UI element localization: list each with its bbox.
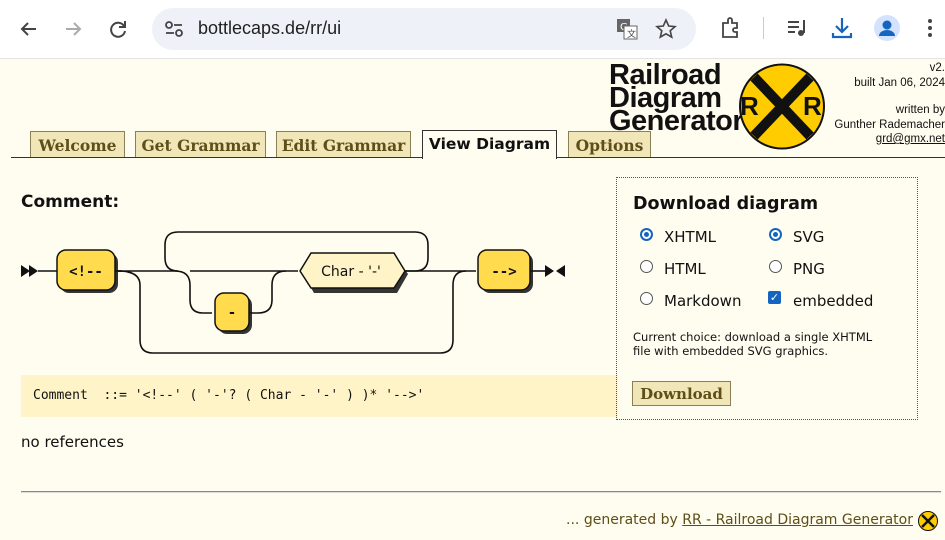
option-xhtml-label: XHTML [664, 228, 717, 246]
checkbox-embedded[interactable]: ✓ [768, 291, 781, 304]
footer-divider [21, 491, 941, 493]
rr-small-logo-icon[interactable] [918, 511, 938, 531]
footer: ... generated by RR - Railroad Diagram G… [566, 512, 913, 528]
tab-baseline-left [11, 157, 422, 158]
ebnf-text: Comment ::= '<!--' ( '-'? ( Char - '-' )… [33, 388, 425, 403]
forward-icon[interactable] [58, 14, 88, 44]
download-panel: Download diagram XHTML SVG HTML PNG Mark… [616, 177, 918, 420]
download-icon[interactable] [831, 16, 853, 40]
url-text[interactable]: bottlecaps.de/rr/ui [198, 18, 342, 38]
address-bar[interactable]: bottlecaps.de/rr/ui G文 [152, 8, 696, 50]
end-arrow-icon-2 [556, 265, 565, 277]
media-icon[interactable] [786, 16, 808, 40]
toolbar-divider [763, 17, 764, 39]
terminal-close-comment-label: --> [491, 264, 516, 280]
logo-line-1: Railroad [609, 59, 722, 91]
start-arrow-icon [21, 265, 30, 277]
download-button[interactable]: Download [632, 381, 731, 406]
logo-line-2: Diagram [609, 82, 722, 114]
option-embedded-label: embedded [793, 292, 874, 310]
author-email-link[interactable]: grd@gmx.net [875, 133, 945, 145]
written-by: written by [895, 104, 945, 116]
version: v2. [929, 62, 945, 74]
terminal-close-comment [477, 249, 531, 291]
reload-icon[interactable] [103, 14, 133, 44]
footer-prefix: ... generated by [566, 512, 683, 528]
logo-badge-left: R [740, 91, 759, 121]
current-choice-text: Current choice: download a single XHTML … [633, 330, 873, 358]
terminal-open-comment-label: <!-- [69, 264, 103, 280]
radio-html[interactable] [640, 260, 653, 273]
translate-icon[interactable]: G文 [616, 18, 638, 40]
tab-view-diagram[interactable]: View Diagram [422, 130, 557, 159]
tab-options[interactable]: Options [568, 131, 651, 158]
author-name: Gunther Rademacher [834, 118, 945, 131]
svg-text:文: 文 [627, 28, 636, 40]
version-info: v2. built Jan 06, 2024 written by Gunthe… [834, 61, 945, 147]
production-title: Comment: [21, 192, 120, 212]
back-icon[interactable] [14, 14, 44, 44]
tab-welcome[interactable]: Welcome [30, 131, 125, 158]
browser-toolbar: bottlecaps.de/rr/ui G文 [0, 0, 945, 59]
download-title: Download diagram [633, 194, 819, 214]
profile-icon[interactable] [874, 15, 900, 41]
menu-icon[interactable] [924, 16, 936, 40]
logo-line-3: Generator [609, 105, 744, 137]
bookmark-star-icon[interactable] [655, 18, 677, 40]
nonterminal-label: Char - '-' [321, 264, 381, 280]
railroad-crossing-logo-icon: R R [739, 63, 825, 150]
app-logo[interactable]: Railroad Diagram Generator [609, 59, 744, 137]
radio-png[interactable] [769, 260, 782, 273]
tab-get-grammar[interactable]: Get Grammar [135, 131, 266, 158]
ebnf-definition: Comment ::= '<!--' ( '-'? ( Char - '-' )… [21, 375, 618, 417]
terminal-open-comment [56, 249, 116, 291]
site-info-icon[interactable] [164, 20, 184, 38]
start-arrow-icon-2 [29, 265, 38, 277]
terminal-dash [214, 292, 250, 332]
end-arrow-icon [545, 265, 554, 277]
radio-markdown[interactable] [640, 292, 653, 305]
logo-badge-right: R [803, 91, 822, 121]
nonterminal-char-minus-dash [299, 252, 406, 289]
option-markdown-label: Markdown [664, 292, 742, 310]
railroad-diagram: <!-- - Char - '-' --> --> [21, 231, 565, 354]
radio-xhtml[interactable] [640, 228, 653, 241]
radio-svg[interactable] [769, 228, 782, 241]
option-html-label: HTML [664, 260, 706, 278]
option-svg-label: SVG [793, 228, 825, 246]
build-date: built Jan 06, 2024 [854, 76, 945, 89]
tab-edit-grammar[interactable]: Edit Grammar [276, 131, 411, 158]
tab-baseline-right [556, 157, 945, 158]
extensions-icon[interactable] [720, 16, 742, 40]
footer-link[interactable]: RR - Railroad Diagram Generator [682, 512, 913, 528]
terminal-dash-label: - [228, 305, 236, 321]
option-png-label: PNG [793, 260, 825, 278]
references-text: no references [21, 433, 124, 451]
